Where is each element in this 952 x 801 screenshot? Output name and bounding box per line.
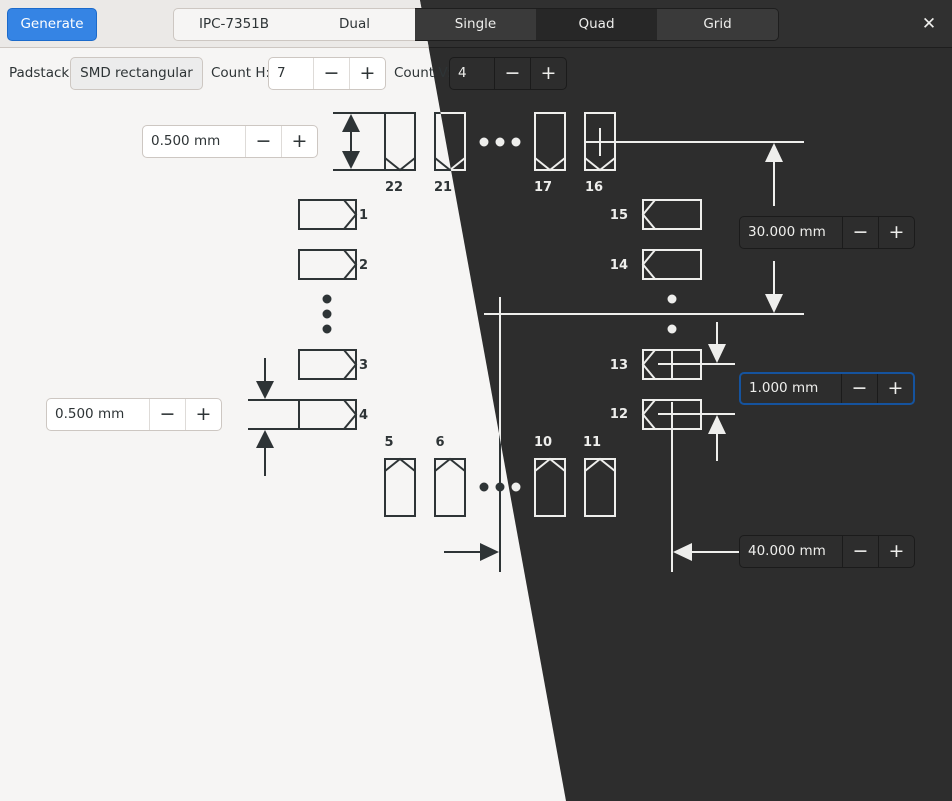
vertical-spacing-spinbutton[interactable]: 30.000 mm − + — [739, 216, 915, 249]
pitch-value[interactable]: 1.000 mm — [749, 380, 819, 396]
count-v-spinbutton[interactable]: 4 − + — [449, 57, 567, 90]
pad-label-left: 3 — [359, 358, 368, 373]
pad-pitch-value[interactable]: 0.500 mm — [55, 406, 125, 422]
horizontal-spacing-value[interactable]: 40.000 mm — [748, 543, 826, 559]
vertical-spacing-plus-button[interactable]: + — [878, 217, 914, 248]
count-v-label: Count V: — [394, 65, 452, 81]
padstack-label: Padstack: — [9, 65, 74, 81]
vertical-spacing-value[interactable]: 30.000 mm — [748, 224, 826, 240]
pad-label-right: 15 — [610, 208, 628, 223]
pitch-minus-button[interactable]: − — [841, 374, 877, 403]
pad-label-bottom: 6 — [435, 435, 444, 450]
padstack-select-button[interactable]: SMD rectangular — [70, 57, 203, 90]
pad-pitch-plus-button[interactable]: + — [185, 399, 221, 430]
pad-pitch-minus-button[interactable]: − — [149, 399, 185, 430]
horizontal-spacing-spinbutton[interactable]: 40.000 mm − + — [739, 535, 915, 568]
count-v-minus-button[interactable]: − — [494, 58, 530, 89]
tab-ipc-7351b[interactable]: IPC-7351B — [173, 8, 295, 41]
tab-grid[interactable]: Grid — [657, 8, 779, 41]
pad-height-minus-button[interactable]: − — [245, 126, 281, 157]
pad-height-value[interactable]: 0.500 mm — [151, 133, 221, 149]
count-h-label: Count H: — [211, 65, 271, 81]
pad-label-left: 1 — [359, 208, 368, 223]
count-v-plus-button[interactable]: + — [530, 58, 566, 89]
count-h-plus-button[interactable]: + — [349, 58, 385, 89]
count-h-minus-button[interactable]: − — [313, 58, 349, 89]
vertical-spacing-minus-button[interactable]: − — [842, 217, 878, 248]
pitch-spinbutton[interactable]: 1.000 mm − + — [739, 372, 915, 405]
pad-label-right: 13 — [610, 358, 628, 373]
pad-label-top: 22 — [385, 180, 403, 195]
tab-dual[interactable]: Dual — [294, 8, 416, 41]
pad-height-spinbutton[interactable]: 0.500 mm − + — [142, 125, 318, 158]
horizontal-spacing-plus-button[interactable]: + — [878, 536, 914, 567]
pad-label-bottom: 10 — [534, 435, 552, 450]
generate-button[interactable]: Generate — [7, 8, 97, 41]
pad-label-top: 16 — [585, 180, 603, 195]
pad-label-left: 2 — [359, 258, 368, 273]
count-h-value[interactable]: 7 — [277, 65, 286, 81]
count-h-spinbutton[interactable]: 7 − + — [268, 57, 386, 90]
tab-single[interactable]: Single — [415, 8, 537, 41]
pad-label-bottom: 11 — [583, 435, 601, 450]
pad-label-top: 21 — [434, 180, 452, 195]
pad-label-bottom: 5 — [384, 435, 393, 450]
pad-height-plus-button[interactable]: + — [281, 126, 317, 157]
pad-pitch-spinbutton[interactable]: 0.500 mm − + — [46, 398, 222, 431]
pitch-plus-button[interactable]: + — [877, 374, 913, 403]
pad-label-left: 4 — [359, 408, 368, 423]
pad-label-top: 17 — [534, 180, 552, 195]
pad-label-right: 14 — [610, 258, 628, 273]
pad-label-right: 12 — [610, 407, 628, 422]
count-v-value[interactable]: 4 — [458, 65, 467, 81]
horizontal-spacing-minus-button[interactable]: − — [842, 536, 878, 567]
close-icon[interactable]: ✕ — [921, 14, 937, 34]
tab-quad[interactable]: Quad — [536, 8, 658, 41]
